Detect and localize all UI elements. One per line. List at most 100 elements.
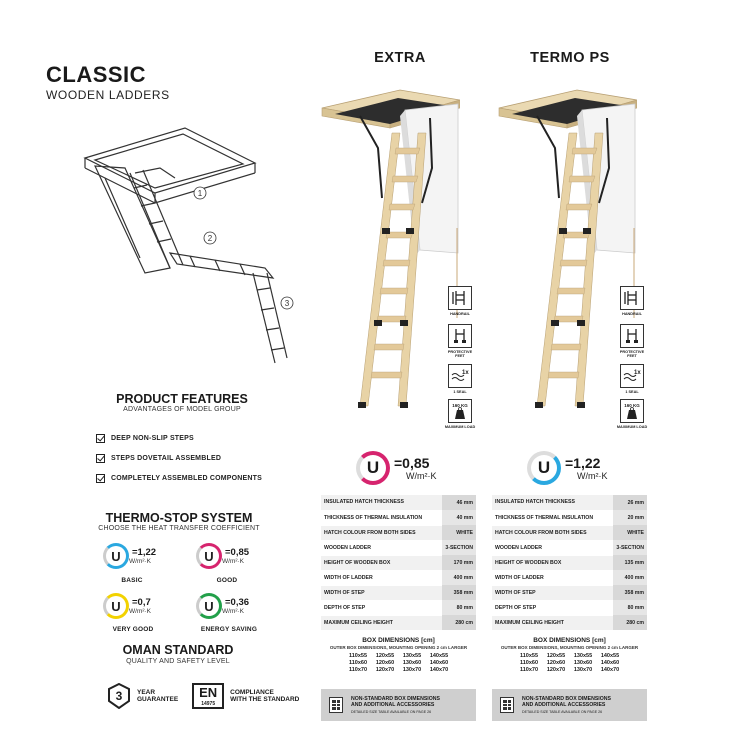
feature-item: DEEP NON-SLIP STEPS [96,434,194,443]
box-dim: 140x55 [429,653,449,659]
spec-value: WHITE [442,525,476,540]
en-standard-icon: EN 14975 [192,683,225,709]
box-dimensions-title: BOX DIMENSIONS [cm] [362,637,435,644]
feature-icons-termo-ps: HANDRAIL PROTECTIVE FEET 1x 1 SEAL 160 K… [616,286,648,430]
weight-icon: 160 KG [448,399,472,423]
u-value-badge-good: U =0,85 W/m²·K [196,543,249,569]
seal-label: 1 SEAL [453,389,467,394]
load-value: 160 KG [452,403,468,408]
nonstandard-line-2: AND ADDITIONAL ACCESSORIES [522,701,606,708]
box-dim: 110x55 [348,653,368,659]
box-dim: 110x70 [348,667,368,673]
spec-label: HATCH COLOUR FROM BOTH SIDES [321,525,442,541]
u-value: =0,85 [394,454,430,471]
weight-icon: 160 KG [620,399,644,423]
spec-value: 3-SECTION [442,540,476,555]
u-circle-icon: U [356,451,390,485]
handrail-icon [448,286,472,310]
spec-label: WIDTH OF LADDER [492,570,613,586]
box-dim: 120x60 [375,660,395,666]
guarantee-number: 3 [116,689,123,703]
u-value-termo-ps: U =1,22 W/m²·K [527,451,608,485]
u-value: =0,7 [132,596,151,608]
feature-item: COMPLETELY ASSEMBLED COMPONENTS [96,474,262,483]
oman-subtitle: QUALITY AND SAFETY LEVEL [126,658,230,665]
ladder-image-termo-ps [498,89,637,408]
u-value-badge-energy-saving: U =0,36 W/m²·K [196,593,249,619]
u-circle-icon: U [527,451,561,485]
ladder-image-extra [321,89,460,408]
spec-value: 358 mm [613,585,647,600]
box-dim: 120x70 [375,667,395,673]
u-value-badge-basic: U =1,22 W/m²·K [103,543,156,569]
spec-value: 3-SECTION [613,540,647,555]
u-value-extra: U =0,85 W/m²·K [356,451,437,485]
spec-label: MAXIMUM CEILING HEIGHT [321,615,442,631]
box-dimensions-grid-termo-ps: 110x55 120x55 130x55 140x55 110x60 120x6… [492,653,647,674]
feature-item: STEPS DOVETAIL ASSEMBLED [96,454,221,463]
u-unit: W/m²·K [406,470,437,481]
spec-label: INSULATED HATCH THICKNESS [492,495,613,511]
spec-value: 46 mm [442,495,476,510]
diagram-step-3: 3 [285,299,290,308]
spec-value: WHITE [613,525,647,540]
u-label: ENERGY SAVING [200,626,258,633]
u-circle-icon: U [103,543,129,569]
features-title: PRODUCT FEATURES [116,392,248,406]
compliance-line-2: WITH THE STANDARD [230,696,300,703]
handrail-icon [620,286,644,310]
spec-value: 80 mm [442,600,476,615]
diagram-step-2: 2 [208,234,213,243]
box-dim: 120x55 [546,653,566,659]
diagram-step-1: 1 [198,189,203,198]
page-title: CLASSIC [46,62,147,87]
spec-label: HEIGHT OF WOODEN BOX [321,555,442,571]
u-label: VERY GOOD [112,626,154,633]
feature-label: COMPLETELY ASSEMBLED COMPONENTS [111,475,263,482]
box-dim: 140x55 [600,653,620,659]
table-icon [329,697,343,713]
feature-label: DEEP NON-SLIP STEPS [111,435,194,442]
box-dim: 130x70 [573,667,593,673]
thermo-subtitle: CHOOSE THE HEAT TRANSFER COEFFICIENT [98,525,260,532]
box-dim: 140x60 [600,660,620,666]
u-value: =1,22 [132,546,157,558]
thermo-title: THERMO-STOP SYSTEM [105,511,253,525]
shield-icon: 3 [108,683,130,709]
spec-label: HATCH COLOUR FROM BOTH SIDES [492,525,613,541]
compliance-line-1: COMPLIANCE [230,688,274,696]
box-dim: 120x70 [546,667,566,673]
nonstandard-banner-termo-ps[interactable]: NON-STANDARD BOX DIMENSIONS AND ADDITION… [492,689,647,721]
box-dim: 110x60 [348,660,368,666]
spec-value: 170 mm [442,555,476,570]
nonstandard-banner-extra[interactable]: NON-STANDARD BOX DIMENSIONS AND ADDITION… [321,689,476,721]
u-circle-icon: U [103,593,129,619]
spec-value: 358 mm [442,585,476,600]
box-dim: 110x70 [519,667,539,673]
load-label: MAXIMUM LOAD [444,425,476,429]
handrail-label: HANDRAIL [450,312,470,316]
box-dim: 130x55 [402,653,422,659]
box-dimensions-title: BOX DIMENSIONS [cm] [533,637,606,644]
spec-label: THICKNESS OF THERMAL INSULATION [492,510,613,526]
en-label: EN [199,685,218,700]
spec-label: WOODEN LADDER [321,540,442,556]
page-subtitle: WOODEN LADDERS [46,88,170,102]
u-unit: W/m²·K [129,557,152,565]
spec-value: 400 mm [442,570,476,585]
box-dimensions-subtitle: OUTER BOX DIMENSIONS, MOUNTING OPENING 2… [329,645,468,650]
u-unit: W/m²·K [222,607,245,615]
box-dim: 140x70 [600,667,620,673]
protective-feet-label: PROTECTIVE FEET [447,349,473,359]
u-circle-icon: U [196,543,222,569]
nonstandard-line-1: NON-STANDARD BOX DIMENSIONS [351,695,440,702]
spec-label: INSULATED HATCH THICKNESS [321,495,442,511]
spec-label: MAXIMUM CEILING HEIGHT [492,615,613,631]
features-subtitle: ADVANTAGES OF MODEL GROUP [123,406,241,413]
seal-count: 1x [634,370,641,376]
spec-label: WOODEN LADDER [492,540,613,556]
